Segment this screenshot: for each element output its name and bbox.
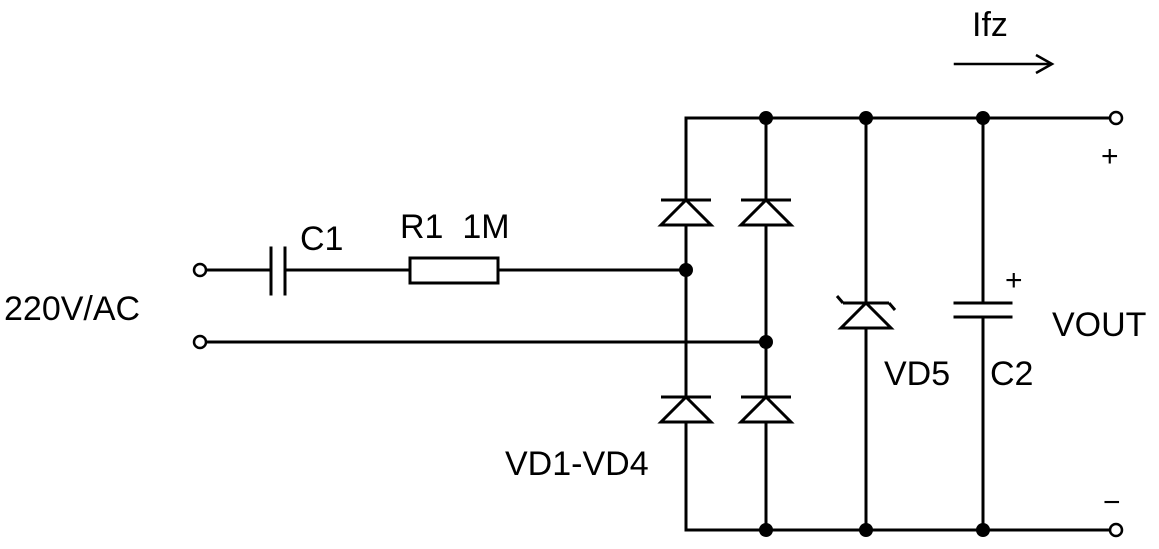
junction-dot (759, 523, 773, 537)
wires (204, 116, 1112, 532)
current-arrow-icon (953, 53, 1055, 75)
c2-polarity-label: + (1005, 264, 1023, 297)
input-voltage-label: 220V/AC (4, 290, 140, 328)
vout-label: VOUT (1052, 306, 1146, 344)
diode-vd4 (737, 394, 795, 424)
junction-dot (759, 111, 773, 125)
diode-vd3 (657, 394, 715, 424)
resistor-r1 (408, 256, 500, 285)
plus-label: + (1101, 140, 1119, 173)
capacitor-c1 (269, 246, 287, 296)
minus-label: − (1103, 486, 1121, 519)
junction-dot (859, 523, 873, 537)
junction-dot (759, 335, 773, 349)
output-terminal-negative (1108, 522, 1124, 538)
capacitor-c2 (953, 301, 1013, 319)
vd5-label: VD5 (884, 355, 950, 393)
input-terminal-1 (192, 262, 208, 278)
junction-dot (679, 263, 693, 277)
junction-dots (679, 111, 990, 537)
input-terminal-2 (192, 334, 208, 350)
c2-label: C2 (990, 355, 1033, 393)
zener-diode-vd5 (835, 295, 897, 330)
diode-vd1 (657, 197, 715, 227)
c1-label: C1 (300, 220, 343, 258)
junction-dot (976, 111, 990, 125)
diode-vd2 (737, 197, 795, 227)
r1-label: R1 1M (400, 208, 510, 246)
junction-dot (859, 111, 873, 125)
junction-dot (976, 523, 990, 537)
output-terminal-positive (1108, 110, 1124, 126)
current-label: Ifz (972, 6, 1008, 44)
bridge-label: VD1-VD4 (505, 445, 649, 483)
